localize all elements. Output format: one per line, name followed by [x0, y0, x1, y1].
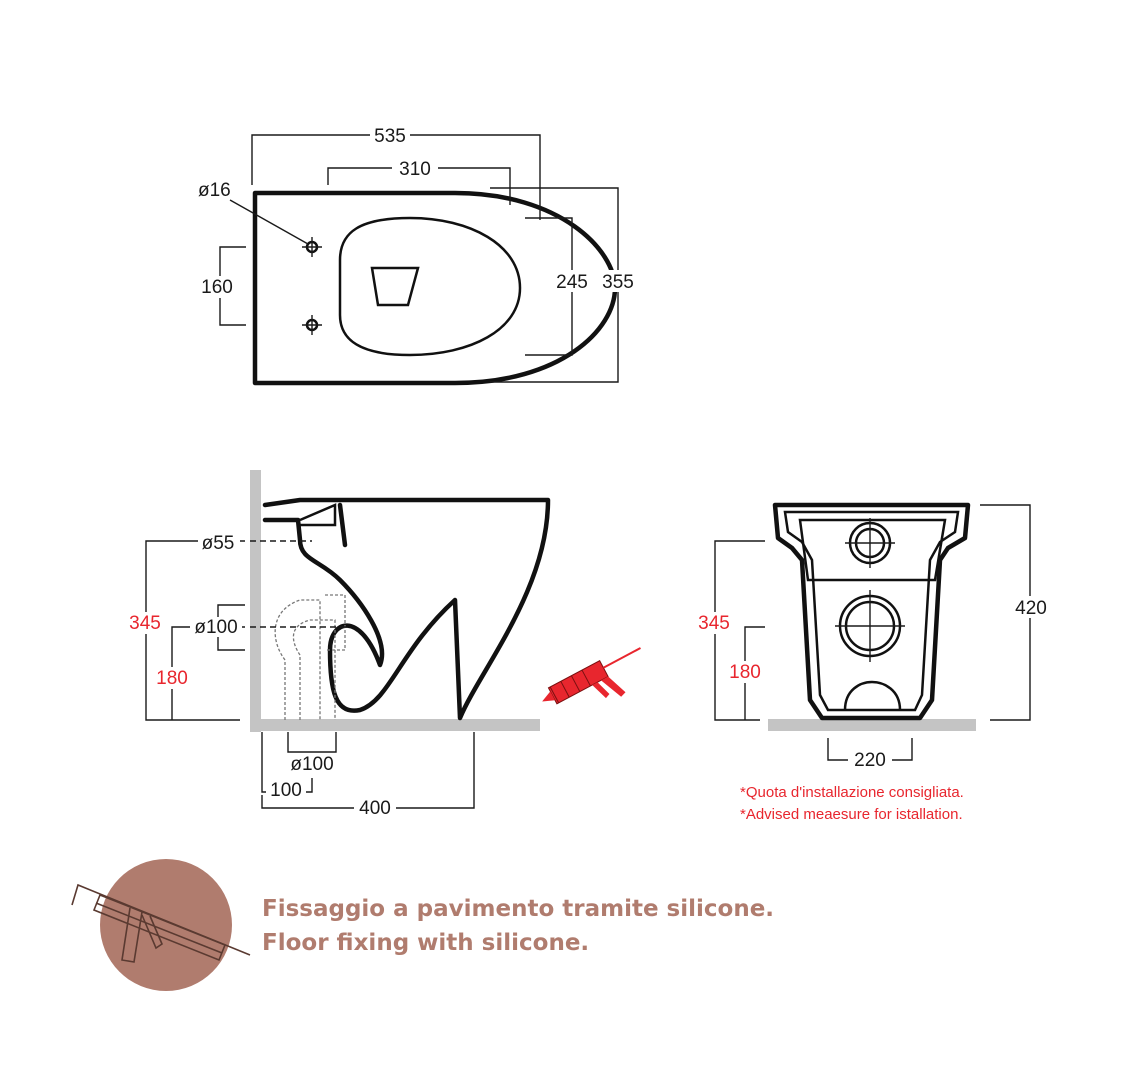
- dim-depth: 400: [359, 798, 391, 819]
- note-english: *Advised meaesure for istallation.: [740, 806, 963, 823]
- rear-dim-base-width: 220: [854, 750, 886, 771]
- dim-floor-outlet-offset: 100: [270, 780, 302, 801]
- floor: [250, 719, 540, 731]
- drain-collar: [325, 594, 346, 651]
- floor-fixing-badge: Fissaggio a pavimento tramite silicone. …: [71, 859, 774, 991]
- silicone-gun-badge-icon: [71, 883, 251, 963]
- rear-view: 345 180 420 220: [693, 502, 1054, 771]
- fixing-text-english: Floor fixing with silicone.: [262, 930, 589, 956]
- rear-inlet-icon: [845, 518, 895, 568]
- rear-dim-install-height: 345: [698, 613, 730, 634]
- rear-view-outline: [772, 502, 971, 721]
- rear-dim-total-height: 420: [1015, 598, 1047, 619]
- top-view: 535 310 ø16 160 245 355: [198, 124, 638, 386]
- side-view-bowl-outline: [262, 497, 551, 721]
- rear-view-foot: [843, 680, 902, 711]
- dim-install-height: 345: [129, 613, 161, 634]
- dim-outlet-height: 180: [156, 668, 188, 689]
- fixing-hole-lower: [302, 315, 322, 335]
- dim-water-inlet: ø55: [202, 533, 235, 554]
- fixing-text-italian: Fissaggio a pavimento tramite silicone.: [262, 896, 774, 922]
- rear-outlet-icon: [835, 590, 905, 662]
- side-view: ø55 345 ø100 180 ø100 100 400: [124, 470, 641, 819]
- dim-outlet-diameter: ø100: [194, 617, 237, 638]
- dim-fixing-depth: 310: [399, 159, 431, 180]
- dim-total-width: 355: [602, 272, 634, 293]
- dim-bowl-width: 245: [556, 272, 588, 293]
- top-view-bowl-opening: [370, 266, 420, 307]
- fixing-hole-upper: [302, 237, 322, 257]
- drain-pipe: [274, 599, 336, 720]
- side-view-inlet: [337, 502, 348, 548]
- fixing-badge-circle: [100, 859, 232, 991]
- note-italian: *Quota d'installazione consigliata.: [740, 784, 964, 801]
- top-view-seat: [338, 216, 522, 357]
- dim-hole-spacing: 160: [201, 277, 233, 298]
- dim-total-length: 535: [374, 126, 406, 147]
- silicone-gun-icon: [542, 647, 641, 705]
- wall: [250, 470, 261, 732]
- side-view-rim: [299, 503, 337, 527]
- rear-dim-outlet-height: 180: [729, 662, 761, 683]
- rear-view-cistern-plate: [798, 518, 947, 582]
- dim-hole-diameter: ø16: [198, 180, 231, 201]
- rear-floor: [768, 719, 976, 731]
- dim-floor-outlet-diameter: ø100: [290, 754, 333, 775]
